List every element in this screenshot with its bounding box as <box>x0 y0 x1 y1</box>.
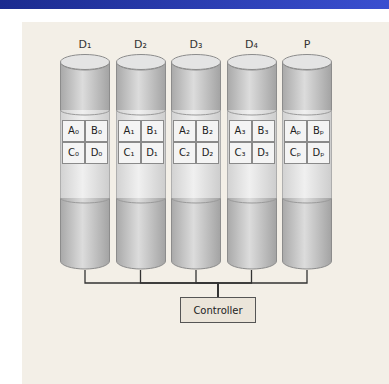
block-label: D₁ <box>146 147 158 159</box>
data-block: D₀ <box>85 142 108 164</box>
block-label: C₂ <box>179 147 190 159</box>
data-block: Dₚ <box>307 142 330 164</box>
data-block: D₃ <box>252 142 275 164</box>
disk-drive: P Aₚ BₚCₚ Dₚ <box>282 38 332 270</box>
block-label: D₃ <box>257 147 269 159</box>
bus-wire <box>196 270 218 297</box>
data-block: Aₚ <box>284 120 307 142</box>
disk-label: D₂ <box>116 38 166 54</box>
controller-label: Controller <box>193 305 242 316</box>
data-block: B₃ <box>252 120 275 142</box>
data-block: A₃ <box>229 120 252 142</box>
data-block: B₀ <box>85 120 108 142</box>
data-block: C₂ <box>173 142 196 164</box>
disk-label: P <box>282 38 332 54</box>
disk-label: D₃ <box>171 38 221 54</box>
data-block: A₁ <box>118 120 141 142</box>
data-block: A₂ <box>173 120 196 142</box>
data-block: Bₚ <box>307 120 330 142</box>
data-block: C₀ <box>62 142 85 164</box>
data-block: D₂ <box>196 142 219 164</box>
block-label: Aₚ <box>290 125 301 137</box>
disk-drive: D₄ A₃ B₃ C₃ D₃ <box>227 38 277 270</box>
data-block: C₃ <box>229 142 252 164</box>
block-label: B₁ <box>147 125 158 137</box>
block-label: B₂ <box>202 125 213 137</box>
title-bar <box>0 0 389 9</box>
block-label: Bₚ <box>313 125 324 137</box>
controller-box: Controller <box>180 297 256 323</box>
data-block: D₁ <box>141 142 164 164</box>
block-label: Cₚ <box>290 147 301 159</box>
block-label: B₀ <box>91 125 102 137</box>
data-block: Cₚ <box>284 142 307 164</box>
data-block: C₁ <box>118 142 141 164</box>
block-label: Dₚ <box>313 147 325 159</box>
data-block: A₀ <box>62 120 85 142</box>
data-block: B₂ <box>196 120 219 142</box>
figure-panel <box>22 22 389 384</box>
bus-wire <box>141 270 219 297</box>
block-label: B₃ <box>258 125 269 137</box>
bus-wire <box>218 270 307 297</box>
block-label: C₃ <box>235 147 246 159</box>
data-block: B₁ <box>141 120 164 142</box>
block-label: D₂ <box>202 147 214 159</box>
block-label: A₁ <box>124 125 135 137</box>
block-label: A₂ <box>179 125 190 137</box>
disk-drive: D₃ A₂ B₂ C₂ D₂ <box>171 38 221 270</box>
block-label: D₀ <box>91 147 103 159</box>
block-label: A₀ <box>68 125 79 137</box>
block-label: A₃ <box>235 125 246 137</box>
disk-drive: D₂ A₁ B₁ C₁ D₁ <box>116 38 166 270</box>
disk-label: D₄ <box>227 38 277 54</box>
disk-drive: D₁ A₀ B₀ C₀ D₀ <box>60 38 110 270</box>
block-label: C₀ <box>68 147 79 159</box>
bus-wire <box>85 270 218 297</box>
disk-label: D₁ <box>60 38 110 54</box>
block-label: C₁ <box>124 147 135 159</box>
